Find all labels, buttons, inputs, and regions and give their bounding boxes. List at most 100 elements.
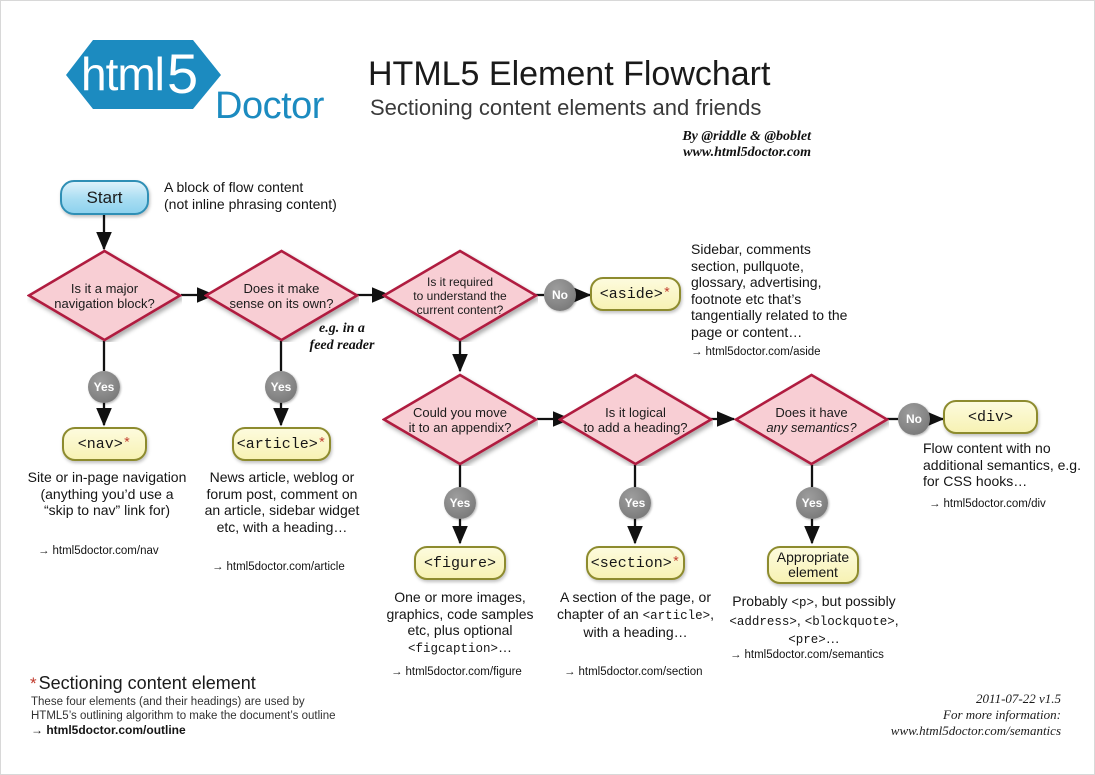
footer-meta: 2011-07-22 v1.5 For more information: ww… xyxy=(761,691,1061,739)
article-link-text: html5doctor.com/article xyxy=(226,561,345,573)
byline: By @riddle & @boblet www.html5doctor.com xyxy=(661,129,811,161)
svg-text:5: 5 xyxy=(167,42,198,105)
diamond-shape xyxy=(204,249,359,342)
svg-text:html: html xyxy=(81,48,164,100)
dec-line2: navigation block? xyxy=(54,295,155,311)
arrow-right-icon: → xyxy=(38,545,50,557)
nav-link[interactable]: →html5doctor.com/nav xyxy=(38,544,159,558)
diamond-shape xyxy=(734,373,889,466)
node-start[interactable]: Start xyxy=(60,180,149,215)
sem-mono3: <blockquote> xyxy=(804,614,895,629)
decision-add-heading[interactable]: Is it logical to add a heading? xyxy=(558,373,713,466)
diamond-shape xyxy=(382,373,538,466)
decision-has-semantics[interactable]: Does it have any semantics? xyxy=(734,373,889,466)
node-section[interactable]: <section>* xyxy=(586,546,685,580)
section-link[interactable]: →html5doctor.com/section xyxy=(564,665,703,679)
figure-description: One or more images, graphics, code sampl… xyxy=(376,589,544,657)
dec-line2: it to an appendix? xyxy=(408,419,512,435)
figure-desc-mono: <figcaption> xyxy=(407,641,498,656)
arrow-right-icon: → xyxy=(730,649,742,661)
node-figure[interactable]: <figure> xyxy=(414,546,506,580)
dec-line2: to understand the xyxy=(413,288,507,303)
node-aside[interactable]: <aside>* xyxy=(590,277,681,311)
div-link[interactable]: →html5doctor.com/div xyxy=(929,497,1046,511)
sem-part5: … xyxy=(825,630,840,646)
article-description: News article, weblog or forum post, comm… xyxy=(198,469,366,535)
node-article-tag: <article> xyxy=(236,435,318,453)
edge-label-yes-figure: Yes xyxy=(444,487,476,519)
sem-part2: , but possibly xyxy=(813,593,896,609)
legend-title-text: Sectioning content element xyxy=(38,673,256,693)
figure-link[interactable]: →html5doctor.com/figure xyxy=(391,665,522,679)
feed-reader-line1: e.g. in a xyxy=(319,321,365,336)
sem-part3: , xyxy=(796,611,805,628)
node-article[interactable]: <article>* xyxy=(232,427,331,461)
semantics-link[interactable]: →html5doctor.com/semantics xyxy=(730,648,884,662)
node-div-tag: <div> xyxy=(967,408,1013,426)
node-figure-tag: <figure> xyxy=(423,554,496,572)
html5-doctor-logo: html 5 Doctor xyxy=(63,37,324,127)
diamond-shape xyxy=(27,249,182,342)
dec-line3: current content? xyxy=(416,302,504,317)
page-title: HTML5 Element Flowchart xyxy=(368,55,771,93)
feed-reader-line2: feed reader xyxy=(309,338,375,353)
dec-line1: Does it make xyxy=(243,280,320,296)
article-link[interactable]: →html5doctor.com/article xyxy=(212,560,345,574)
section-desc-part1: A section of the page, or chapter of an xyxy=(556,589,711,622)
nav-description-text: Site or in-page navigation (anything you… xyxy=(27,469,187,518)
dec-line2: to add a heading? xyxy=(583,419,688,435)
no-label: No xyxy=(906,412,922,426)
appropriate-line1: Appropriate xyxy=(776,549,850,565)
arrow-right-icon: → xyxy=(31,723,43,737)
arrow-right-icon: → xyxy=(212,561,224,573)
nav-description: Site or in-page navigation (anything you… xyxy=(24,469,190,519)
legend-link-text: html5doctor.com/outline xyxy=(46,723,186,737)
sectioning-star: * xyxy=(30,674,37,693)
aside-link-text: html5doctor.com/aside xyxy=(705,346,821,358)
nav-link-text: html5doctor.com/nav xyxy=(52,545,159,557)
node-section-tag: <section> xyxy=(590,554,672,572)
semantics-description: Probably <p>, but possibly <address>, <b… xyxy=(728,593,900,649)
legend-body-line2: HTML5’s outlining algorithm to make the … xyxy=(31,710,336,722)
footer-more-info: For more information: xyxy=(943,707,1061,722)
dec-line1: Is it logical xyxy=(605,404,666,420)
section-link-text: html5doctor.com/section xyxy=(578,666,703,678)
node-nav[interactable]: <nav>* xyxy=(62,427,147,461)
decision-major-navigation[interactable]: Is it a major navigation block? xyxy=(27,249,182,342)
figure-desc-part2: … xyxy=(498,638,512,655)
div-description-text: Flow content with no additional semantic… xyxy=(923,440,1081,489)
decision-major-navigation-label: Is it a major navigation block? xyxy=(42,281,166,311)
yes-label: Yes xyxy=(270,380,292,394)
node-div[interactable]: <div> xyxy=(943,400,1038,434)
article-description-text: News article, weblog or forum post, comm… xyxy=(204,469,360,535)
node-appropriate-element[interactable]: Appropriate element xyxy=(767,546,859,584)
dec-line1: Is it required xyxy=(426,274,494,289)
yes-label: Yes xyxy=(93,380,115,394)
decision-required-to-understand[interactable]: Is it required to understand the current… xyxy=(382,249,538,342)
aside-link[interactable]: →html5doctor.com/aside xyxy=(691,345,821,359)
yes-label: Yes xyxy=(801,496,823,510)
decision-sense-on-own[interactable]: Does it make sense on its own? xyxy=(204,249,359,342)
arrow-right-icon: → xyxy=(929,498,941,510)
no-label: No xyxy=(552,288,568,302)
dec-line2: any semantics? xyxy=(766,419,857,435)
sem-mono2: <address> xyxy=(729,614,797,629)
decision-move-to-appendix[interactable]: Could you move it to an appendix? xyxy=(382,373,538,466)
start-note: A block of flow content (not inline phra… xyxy=(164,179,394,212)
arrow-right-icon: → xyxy=(691,346,703,358)
decision-semantics-label: Does it have any semantics? xyxy=(754,405,868,435)
sem-part4: , xyxy=(894,611,899,628)
legend-link[interactable]: → html5doctor.com/outline xyxy=(31,723,186,737)
div-link-text: html5doctor.com/div xyxy=(943,498,1046,510)
section-desc-mono: <article> xyxy=(642,608,711,623)
start-note-line1: A block of flow content xyxy=(164,179,304,195)
yes-label: Yes xyxy=(624,496,646,510)
section-desc-part2: , with a heading… xyxy=(583,605,715,641)
edge-label-no-div: No xyxy=(898,403,930,435)
decision-heading-label: Is it logical to add a heading? xyxy=(571,405,699,435)
diamond-shape xyxy=(382,249,538,342)
legend-body-line1: These four elements (and their headings)… xyxy=(31,696,305,708)
edge-label-yes-article: Yes xyxy=(265,371,297,403)
html5-logo-badge: html 5 xyxy=(66,40,221,109)
decision-sense-on-own-label: Does it make sense on its own? xyxy=(217,281,345,311)
